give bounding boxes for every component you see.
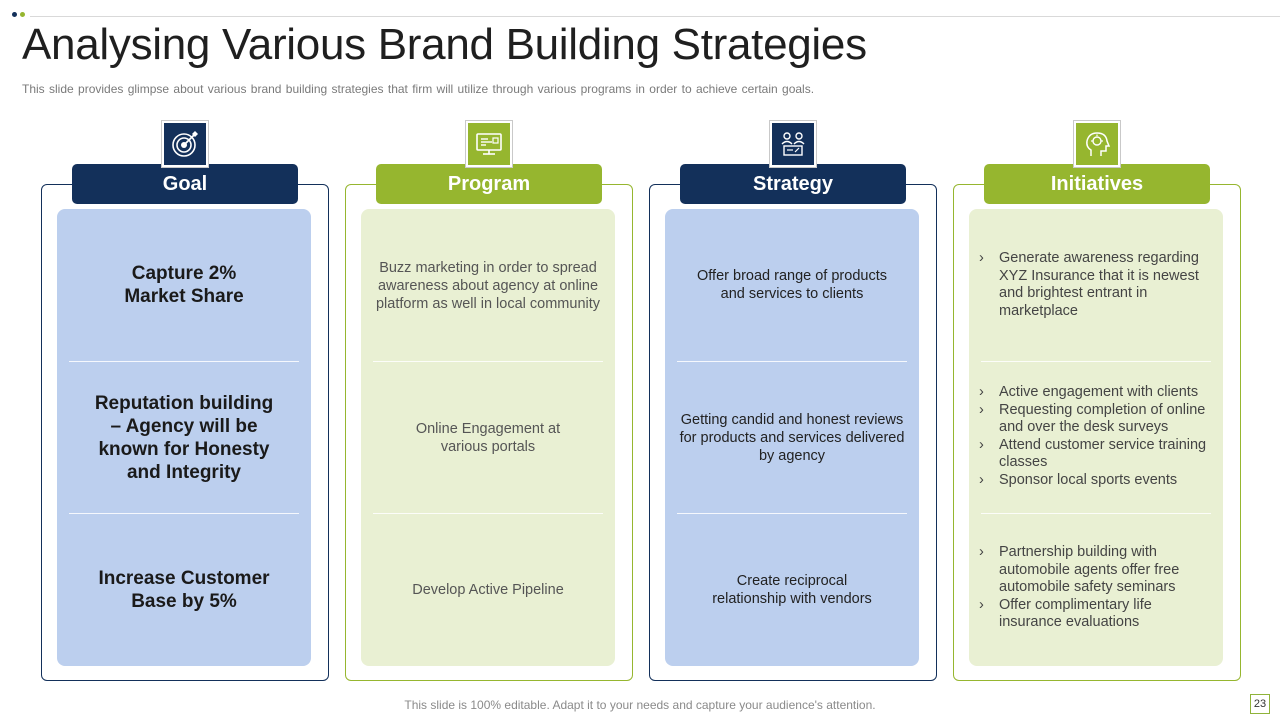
goal-cell-2: Reputation building – Agency will be kno… <box>69 362 299 513</box>
divider <box>69 513 299 514</box>
list-item: Attend customer service training classes <box>979 437 1215 472</box>
divider <box>677 361 907 362</box>
team-strategy-icon <box>770 121 816 167</box>
initiatives-list-3: Partnership building with automobile age… <box>979 544 1215 632</box>
page-number: 23 <box>1250 694 1270 714</box>
initiatives-header: Initiatives <box>984 164 1210 204</box>
list-item: Generate awareness regarding XYZ Insuran… <box>979 250 1199 320</box>
initiatives-list-2: Active engagement with clients Requestin… <box>979 384 1215 489</box>
page-title: Analysing Various Brand Building Strateg… <box>22 20 867 69</box>
strategy-text: Offer broad range of products and servic… <box>697 268 887 302</box>
divider <box>373 361 603 362</box>
goal-header: Goal <box>72 164 298 204</box>
goal-text: Increase Customer Base by 5% <box>98 568 270 612</box>
divider <box>981 361 1211 362</box>
divider <box>69 361 299 362</box>
goal-text: Capture 2% Market Share <box>124 263 244 307</box>
divider <box>981 513 1211 514</box>
divider <box>373 513 603 514</box>
program-header: Program <box>376 164 602 204</box>
strategy-header: Strategy <box>680 164 906 204</box>
program-cell-2: Online Engagement at various portals <box>373 362 603 513</box>
list-item: Partnership building with automobile age… <box>979 544 1197 597</box>
program-cell-1: Buzz marketing in order to spread awaren… <box>373 209 603 361</box>
goal-cell-3: Increase Customer Base by 5% <box>69 514 299 666</box>
initiatives-list-1: Generate awareness regarding XYZ Insuran… <box>979 250 1215 320</box>
dot <box>20 12 25 17</box>
program-text: Develop Active Pipeline <box>412 582 564 598</box>
divider <box>677 513 907 514</box>
list-item: Active engagement with clients <box>979 384 1215 402</box>
monitor-icon <box>466 121 512 167</box>
top-divider <box>30 16 1280 17</box>
program-text: Buzz marketing in order to spread awaren… <box>375 260 601 312</box>
list-item: Offer complimentary life insurance evalu… <box>979 597 1189 632</box>
program-text: Online Engagement at various portals <box>415 420 561 455</box>
dot <box>12 12 17 17</box>
strategy-text: Getting candid and honest reviews for pr… <box>679 411 905 464</box>
strategy-panel: Offer broad range of products and servic… <box>665 209 919 666</box>
strategy-text: Create reciprocal relationship with vend… <box>712 573 872 607</box>
program-panel: Buzz marketing in order to spread awaren… <box>361 209 615 666</box>
goal-panel: Capture 2% Market Share Reputation build… <box>57 209 311 666</box>
program-cell-3: Develop Active Pipeline <box>373 514 603 666</box>
strategy-cell-3: Create reciprocal relationship with vend… <box>677 514 907 666</box>
head-idea-icon <box>1074 121 1120 167</box>
footer-note: This slide is 100% editable. Adapt it to… <box>404 698 876 712</box>
decorative-dots <box>12 12 25 17</box>
strategy-cell-1: Offer broad range of products and servic… <box>677 209 907 361</box>
list-item: Requesting completion of online and over… <box>979 402 1215 437</box>
initiatives-panel: Generate awareness regarding XYZ Insuran… <box>969 209 1223 666</box>
list-item: Sponsor local sports events <box>979 472 1215 490</box>
goal-text: Reputation building – Agency will be kno… <box>94 392 274 483</box>
goal-cell-1: Capture 2% Market Share <box>69 209 299 361</box>
target-icon <box>162 121 208 167</box>
strategy-cell-2: Getting candid and honest reviews for pr… <box>677 362 907 513</box>
page-subtitle: This slide provides glimpse about variou… <box>22 82 815 96</box>
